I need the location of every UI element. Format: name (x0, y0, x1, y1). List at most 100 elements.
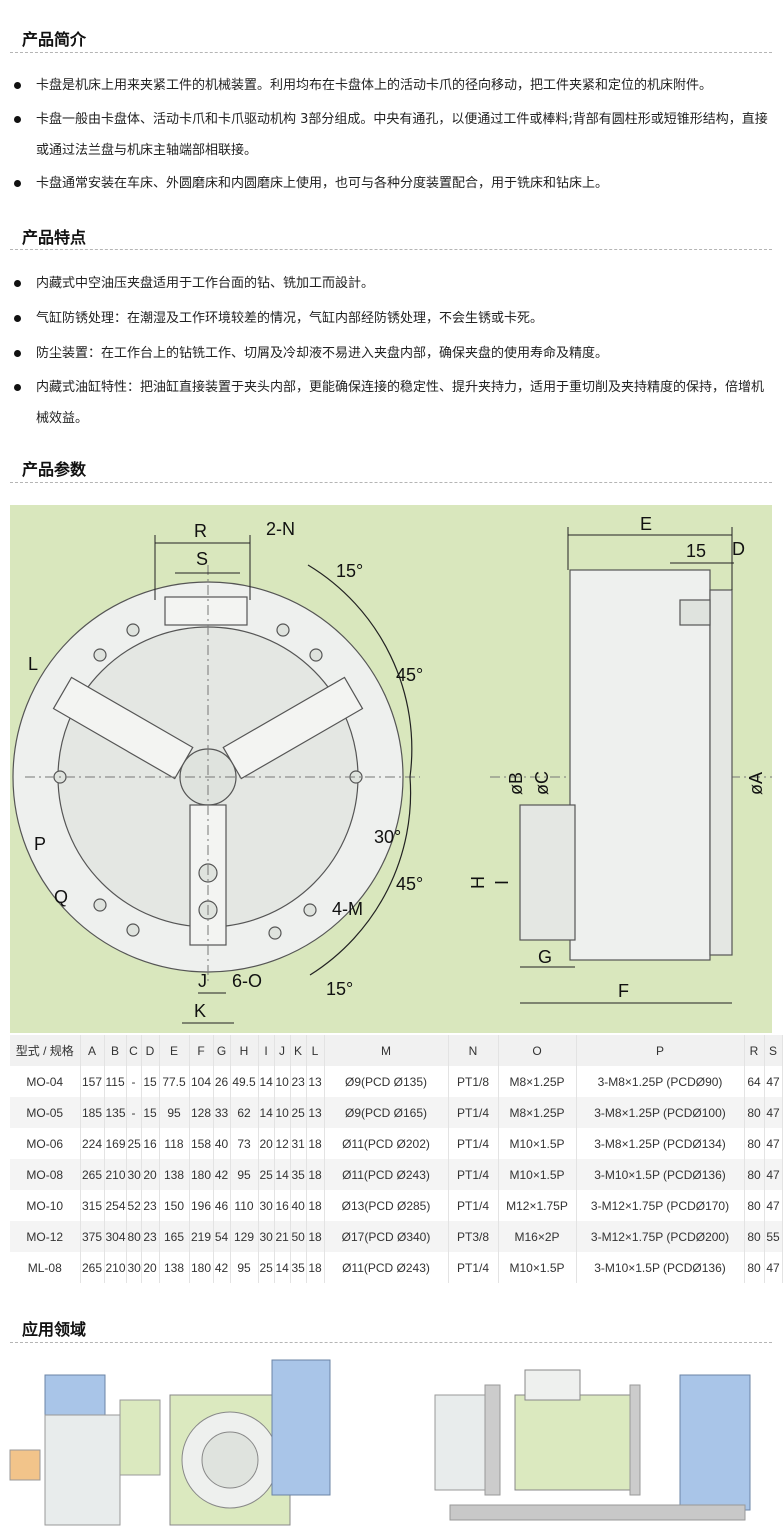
technical-drawing-svg: R S 2-N 15° 45° L 30° 45° P Q 4-M J 6-O … (12, 514, 772, 1024)
model-cell: MO-10 (10, 1190, 81, 1221)
table-cell: 196 (189, 1190, 214, 1221)
table-cell: PT1/8 (448, 1066, 499, 1097)
table-cell: M8×1.25P (498, 1097, 577, 1128)
table-cell: 95 (230, 1159, 259, 1190)
table-cell: 25 (258, 1159, 275, 1190)
dim-label-M: 4-M (332, 899, 363, 919)
table-cell: 165 (159, 1221, 190, 1252)
dim-label-15: 15 (686, 541, 706, 561)
chuck-side-view (519, 569, 733, 961)
table-cell: 14 (258, 1066, 275, 1097)
table-cell: 50 (290, 1221, 307, 1252)
divider (10, 52, 772, 53)
side-flange (709, 589, 733, 956)
table-cell: M10×1.5P (498, 1252, 577, 1283)
dim-label-R: R (194, 521, 207, 541)
dim-label-J: J (198, 971, 207, 991)
dim-label-A: øA (746, 772, 766, 795)
table-cell: Ø9(PCD Ø165) (324, 1097, 449, 1128)
side-top-mount (679, 599, 711, 626)
model-cell: MO-08 (10, 1159, 81, 1190)
table-cell: 180 (189, 1159, 214, 1190)
table-cell: PT3/8 (448, 1221, 499, 1252)
dim-label-F: F (618, 981, 629, 1001)
dim-label-H: H (468, 876, 488, 889)
table-cell: 18 (306, 1221, 325, 1252)
table-header-row: 型式 / 规格 A B C D E F G H I J K L M N O P … (10, 1035, 783, 1066)
table-cell: 80 (126, 1221, 142, 1252)
table-cell: PT1/4 (448, 1190, 499, 1221)
technical-drawing: R S 2-N 15° 45° L 30° 45° P Q 4-M J 6-O … (10, 505, 772, 1033)
table-cell: 3-M8×1.25P (PCDØ134) (576, 1128, 745, 1159)
intro-bullet: 卡盘通常安装在车床、外圆磨床和内圆磨床上使用，也可与各种分度装置配合，用于铣床和… (14, 168, 770, 199)
dim-label-C: øC (532, 771, 552, 795)
table-cell: PT1/4 (448, 1159, 499, 1190)
table-cell: 80 (744, 1190, 765, 1221)
table-cell: 77.5 (159, 1066, 190, 1097)
feature-bullet: 内藏式油缸特性：把油缸直接装置于夹头内部，更能确保连接的稳定性、提升夹持力，适用… (14, 372, 770, 434)
table-cell: 180 (189, 1252, 214, 1283)
table-cell: 80 (744, 1221, 765, 1252)
table-cell: 224 (80, 1128, 105, 1159)
table-cell: PT1/4 (448, 1128, 499, 1159)
column-header: C (126, 1035, 142, 1066)
table-cell: Ø17(PCD Ø340) (324, 1221, 449, 1252)
table-cell: 13 (306, 1097, 325, 1128)
side-body (569, 569, 711, 961)
angle-label: 15° (326, 979, 353, 999)
table-cell: 47 (764, 1128, 783, 1159)
model-cell: MO-06 (10, 1128, 81, 1159)
table-cell: 55 (764, 1221, 783, 1252)
jaw-left (52, 676, 194, 780)
table-cell: 47 (764, 1097, 783, 1128)
table-cell: 210 (104, 1159, 127, 1190)
bullet-dot (14, 82, 21, 89)
dim-label-K: K (194, 1001, 206, 1021)
table-cell: 35 (290, 1252, 307, 1283)
application-image-1 (9, 1359, 331, 1526)
intro-bullet: 卡盘一般由卡盘体、活动卡爪和卡爪驱动机构 3部分组成。中央有通孔，以便通过工件或… (14, 104, 770, 166)
section-title-intro: 产品简介 (22, 30, 87, 49)
dim-label-B: øB (506, 772, 526, 795)
table-cell: 30 (126, 1252, 142, 1283)
column-header: G (213, 1035, 231, 1066)
table-cell: 95 (159, 1097, 190, 1128)
column-header: E (159, 1035, 190, 1066)
column-header: I (258, 1035, 275, 1066)
intro-bullet: 卡盘是机床上用来夹紧工件的机械装置。利用均布在卡盘体上的活动卡爪的径向移动，把工… (14, 70, 770, 101)
angle-label: 15° (336, 561, 363, 581)
dim-label-Q: Q (54, 887, 68, 907)
table-cell: 3-M10×1.5P (PCDØ136) (576, 1252, 745, 1283)
column-header: S (764, 1035, 783, 1066)
column-header: H (230, 1035, 259, 1066)
angle-label: 30° (374, 827, 401, 847)
table-cell: 18 (306, 1128, 325, 1159)
table-cell: 18 (306, 1159, 325, 1190)
dim-label-L: L (28, 654, 38, 674)
table-cell: 80 (744, 1252, 765, 1283)
table-cell: 210 (104, 1252, 127, 1283)
table-cell: 315 (80, 1190, 105, 1221)
table-cell: 20 (141, 1252, 160, 1283)
feature-bullet: 气缸防锈处理：在潮湿及工作环境较差的情况，气缸内部经防锈处理，不会生锈或卡死。 (14, 303, 770, 334)
divider (10, 1342, 772, 1343)
section-title-application: 应用领域 (22, 1320, 87, 1339)
table-cell: 16 (274, 1190, 291, 1221)
application-image-2 (434, 1369, 751, 1521)
bullet-dot (14, 116, 21, 123)
table-cell: 42 (213, 1252, 231, 1283)
table-cell: 30 (258, 1190, 275, 1221)
table-cell: 110 (230, 1190, 259, 1221)
table-cell: 20 (258, 1128, 275, 1159)
table-cell: 80 (744, 1097, 765, 1128)
table-cell: 10 (274, 1066, 291, 1097)
table-cell: 14 (274, 1159, 291, 1190)
angle-label: 45° (396, 874, 423, 894)
table-cell: Ø11(PCD Ø243) (324, 1159, 449, 1190)
table-cell: - (126, 1097, 142, 1128)
bullet-dot (14, 384, 21, 391)
table-cell: 254 (104, 1190, 127, 1221)
